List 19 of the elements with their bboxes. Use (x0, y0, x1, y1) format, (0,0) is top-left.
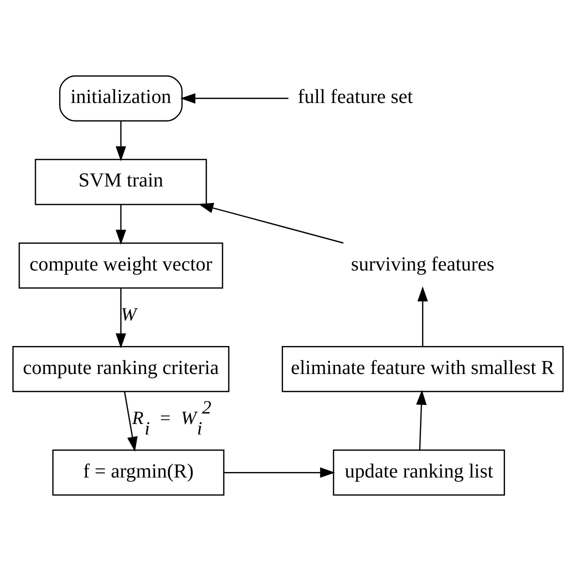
arrow (416, 390, 427, 450)
arrow (224, 467, 336, 478)
node-box: compute weight vector (18, 242, 224, 289)
arrow (124, 392, 138, 452)
node-box: eliminate feature with smallest R (282, 346, 564, 392)
node-box: f = argmin(R) (52, 450, 224, 496)
node-box: update ranking list (332, 450, 505, 496)
node-text: full feature set (298, 86, 413, 108)
node-box: initialization (59, 75, 183, 122)
node-text: surviving features (350, 253, 494, 276)
arrow (417, 286, 428, 346)
arrow (198, 202, 344, 244)
edge-label: W (120, 304, 136, 326)
node-box: compute ranking criteria (12, 346, 230, 392)
arrow (116, 204, 126, 245)
arrow (180, 93, 288, 104)
arrow (116, 288, 126, 348)
arrow (116, 120, 126, 162)
node-box: SVM train (34, 158, 207, 206)
